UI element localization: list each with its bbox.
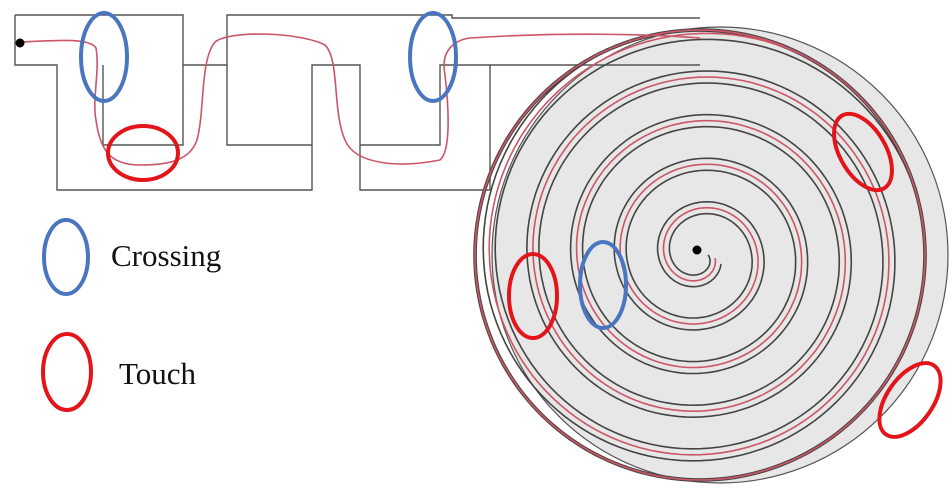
corridor-outer-wall-lower	[14, 15, 490, 191]
start-point	[15, 38, 25, 48]
touch-marker	[877, 361, 943, 439]
crossing-marker	[408, 11, 458, 103]
spiral-wall-inner	[475, 30, 925, 480]
corridor-inner-wall-3	[360, 64, 491, 190]
touch-marker	[507, 252, 559, 340]
corridor-inner-wall-2	[226, 65, 312, 146]
touch-marker	[832, 111, 894, 193]
crossing-marker	[79, 11, 129, 103]
legend-crossing-icon	[42, 218, 90, 296]
touch-marker	[106, 124, 180, 182]
corridor-inner-wall	[102, 65, 184, 146]
spiral-wall-outer	[473, 28, 927, 482]
crossing-marker	[578, 240, 628, 330]
path-spiral	[474, 29, 926, 481]
legend-crossing-label: Crossing	[111, 238, 222, 273]
legend-touch-icon	[41, 332, 93, 412]
corridor-outer-wall	[15, 14, 700, 66]
path-corridor	[21, 33, 701, 166]
end-point	[692, 245, 702, 255]
legend-touch-label: Touch	[119, 356, 197, 391]
